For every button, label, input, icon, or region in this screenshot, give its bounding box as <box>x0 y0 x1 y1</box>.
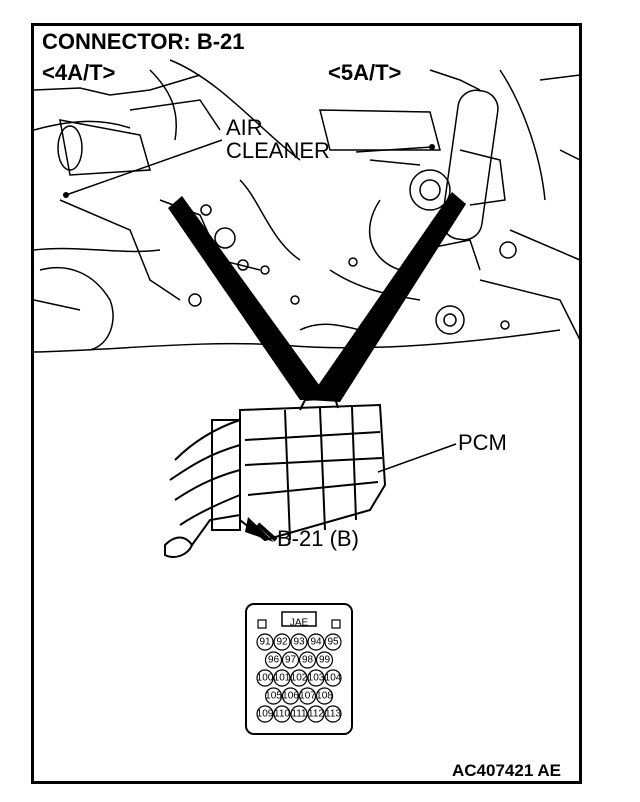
connector-pin-number: 97 <box>285 655 297 666</box>
connector-arrow-shaft <box>256 522 278 542</box>
connector-pin-number: 96 <box>268 655 280 666</box>
connector-pin <box>324 705 342 723</box>
connector-pin <box>307 633 325 651</box>
connector-pin <box>298 687 317 705</box>
connector-pin <box>281 687 300 705</box>
connector-pin <box>307 705 325 723</box>
connector-pin-number: 99 <box>319 655 331 666</box>
pcm-leader <box>377 443 457 473</box>
connector-pin-number: 104 <box>325 673 342 684</box>
connector-pin-number: 101 <box>274 673 291 684</box>
bay-outline <box>33 329 561 353</box>
engine-bay-left <box>33 59 361 351</box>
diagram-title: CONNECTOR: B-21 <box>42 29 245 54</box>
connector-pin <box>264 651 283 669</box>
air-cleaner-leader-left <box>65 139 223 196</box>
connector-pin-number: 91 <box>259 637 271 648</box>
connector-pin-number: 93 <box>293 637 305 648</box>
connector-pin <box>281 651 300 669</box>
connector-pin-number: 111 <box>291 709 307 720</box>
air-cleaner-dot-right <box>429 144 435 150</box>
connector-pin <box>290 705 308 723</box>
connector-pin <box>324 669 342 687</box>
connector-pin-number: 113 <box>325 709 341 720</box>
connector-pin-number: 106 <box>282 691 299 702</box>
connector-pin <box>273 633 291 651</box>
connector-pin <box>315 687 334 705</box>
air-cleaner-dot-left <box>63 192 69 198</box>
connector-pin-number: 102 <box>291 673 308 684</box>
wire-harness <box>164 419 241 558</box>
connector-pin-number: 100 <box>257 673 274 684</box>
connector-pin-number: 103 <box>308 673 325 684</box>
connector-pin <box>273 669 291 687</box>
connector-pin <box>256 669 274 687</box>
air-cleaner-label-line1: AIR <box>226 115 263 140</box>
figure-code: AC407421 AE <box>452 761 561 780</box>
connector-arrow <box>245 517 274 542</box>
connector-pin-number: 95 <box>327 637 339 648</box>
diagram-frame <box>31 23 582 784</box>
air-cleaner-leader-right <box>355 146 433 153</box>
variant-label-4at: <4A/T> <box>42 60 116 85</box>
connector-pin <box>298 651 317 669</box>
connector-pin <box>307 669 325 687</box>
connector-pin-number: 105 <box>265 691 282 702</box>
connector-pin-number: 92 <box>276 637 288 648</box>
zoom-wedge-right <box>308 192 466 402</box>
connector-pin-number: 94 <box>310 637 322 648</box>
connector-pin-number: 110 <box>274 709 290 720</box>
zoom-wedge-left <box>168 196 330 400</box>
connector-pin <box>264 687 283 705</box>
connector-pin <box>273 705 291 723</box>
connector-pin <box>290 669 308 687</box>
pcm-unit <box>239 396 387 542</box>
air-cleaner-label-line2: CLEANER <box>226 138 330 163</box>
connector-pin <box>256 633 274 651</box>
connector-pin-number: 108 <box>316 691 333 702</box>
connector-pin-number: 109 <box>257 709 274 720</box>
connector-pin-number: 107 <box>299 691 316 702</box>
connector-pin-number: 98 <box>302 655 314 666</box>
connector-pin <box>290 633 308 651</box>
variant-label-5at: <5A/T> <box>328 60 402 85</box>
connector-pin <box>256 705 274 723</box>
pcm-label: PCM <box>458 430 507 455</box>
connector-pin-number: 112 <box>308 709 324 720</box>
connector-brand: JAE <box>290 618 309 629</box>
connector-pin <box>315 651 334 669</box>
connector-label: B-21 (B) <box>277 526 359 551</box>
connector-pin <box>324 633 342 651</box>
